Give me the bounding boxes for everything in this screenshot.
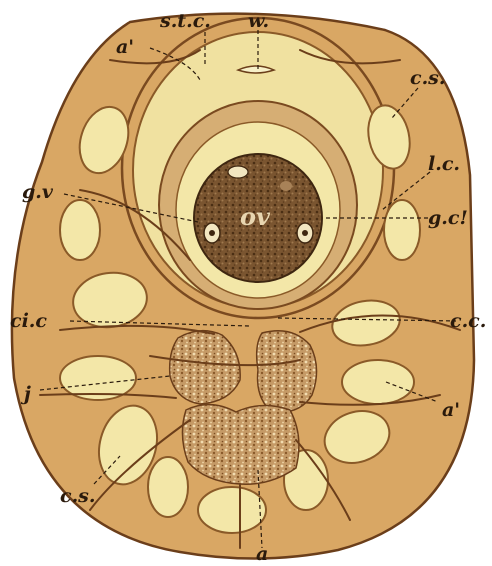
label-w: w. — [248, 10, 269, 32]
label-cc: c.c. — [450, 310, 486, 332]
label-cic: ci.c — [10, 310, 47, 332]
label-cs-right: c.s. — [410, 67, 446, 89]
label-stc: s.t.c. — [159, 10, 211, 32]
label-a-prime-top: a' — [116, 36, 134, 58]
label-gv: g.v — [22, 181, 54, 203]
label-cs-left: c.s. — [60, 485, 96, 507]
label-a-prime-right: a' — [442, 399, 460, 421]
label-ov: ov — [240, 202, 271, 231]
label-gc-prime: g.c! — [428, 207, 468, 229]
label-lc: l.c. — [428, 153, 460, 175]
label-a-bottom: a — [256, 543, 268, 565]
